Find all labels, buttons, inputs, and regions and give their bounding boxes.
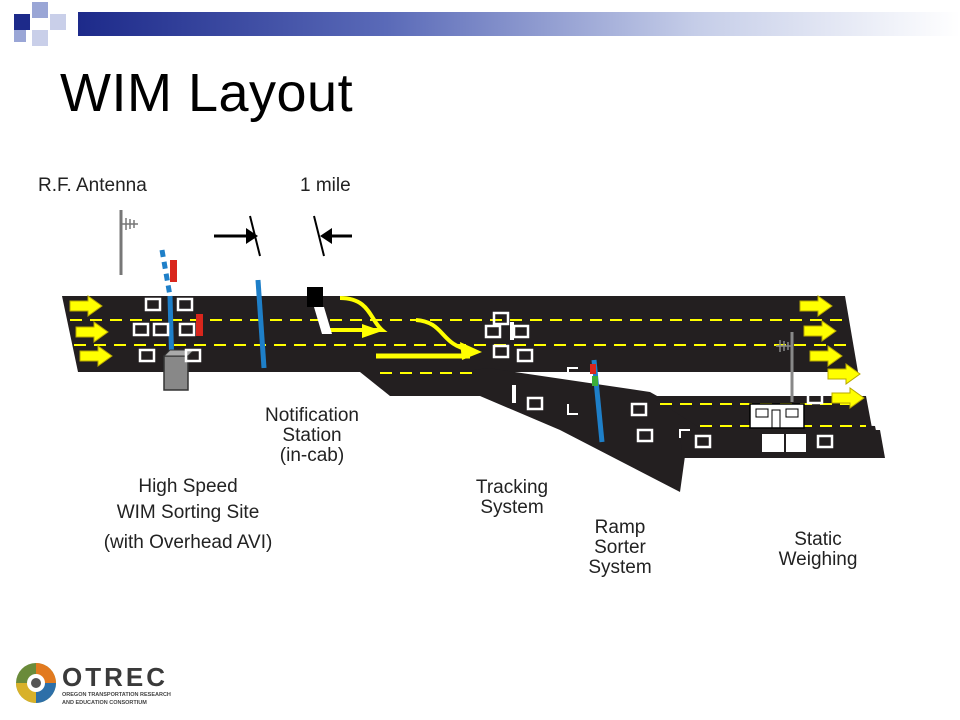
one-mile-label: 1 mile <box>300 175 351 196</box>
notification-sign-icon <box>307 287 323 307</box>
ramp-sorter-line-2: Sorter <box>594 537 646 558</box>
header-square-5 <box>14 30 26 42</box>
avi-detector-dashed <box>159 249 173 297</box>
header-square-2 <box>32 2 48 18</box>
rf-antenna-icon <box>119 210 138 275</box>
tracking-bar-2 <box>512 385 516 403</box>
tracking-line-1: Tracking <box>475 477 549 498</box>
header-square-1 <box>14 14 30 30</box>
rf-antenna-label: R.F. Antenna <box>38 175 147 196</box>
ramp-sorter-line-3: System <box>588 557 652 578</box>
notification-line-1: Notification <box>265 405 359 426</box>
ramp-sorter-line-1: Ramp <box>594 517 646 538</box>
exit-ramp <box>360 368 882 492</box>
lane-change-arrow-1 <box>330 296 388 332</box>
static-weighing-label: Static Weighing <box>760 530 876 570</box>
signal-red-2 <box>196 314 203 336</box>
one-mile-marker <box>214 215 352 257</box>
notification-line-3: (in-cab) <box>279 445 345 466</box>
header-square-3 <box>50 14 66 30</box>
static-weighing-line-1: Static <box>794 529 842 550</box>
lane-change-arrow-1-head <box>362 324 382 338</box>
static-scale-1 <box>762 434 784 452</box>
ramp-corner-mark-2 <box>567 404 578 415</box>
otrec-logo-tagline-2: AND EDUCATION CONSORTIUM <box>62 700 147 706</box>
high-speed-line-2: WIM Sorting Site <box>116 502 260 523</box>
ramp-sorter-label: Ramp Sorter System <box>560 518 680 578</box>
otrec-logo-tagline-1: OREGON TRANSPORTATION RESEARCH <box>62 692 171 698</box>
otrec-logo-mark <box>16 663 56 703</box>
static-weighing-line-2: Weighing <box>778 549 858 570</box>
ramp-signal-green <box>592 376 598 386</box>
otrec-logo: OTREC OREGON TRANSPORTATION RESEARCH AND… <box>14 660 174 710</box>
header-square-4 <box>32 30 48 46</box>
high-speed-line-1: High Speed <box>138 476 238 497</box>
high-speed-line-3: (with Overhead AVI) <box>103 532 273 553</box>
signal-red-1 <box>170 260 177 282</box>
notification-line-2: Station <box>282 425 342 446</box>
tracking-bar-1 <box>510 322 514 340</box>
static-scale-2 <box>786 434 806 452</box>
tracking-line-2: System <box>480 497 544 518</box>
wim-cabinet-icon <box>163 355 189 391</box>
header-gradient-bar <box>78 12 960 36</box>
high-speed-wim-label: High Speed WIM Sorting Site (with Overhe… <box>70 474 306 556</box>
ramp-signal-red <box>590 364 596 374</box>
static-antenna-icon <box>776 332 794 402</box>
scale-house-icon <box>749 403 805 429</box>
otrec-logo-name: OTREC <box>62 662 168 692</box>
slide-title: WIM Layout <box>60 63 354 123</box>
ramp-corner-mark-1 <box>567 367 578 376</box>
notification-sign-post <box>314 307 332 334</box>
notification-station-label: Notification Station (in-cab) <box>244 406 380 466</box>
notification-detector <box>255 279 267 369</box>
ramp-corner-mark-3 <box>679 429 690 438</box>
tracking-system-label: Tracking System <box>452 478 572 518</box>
